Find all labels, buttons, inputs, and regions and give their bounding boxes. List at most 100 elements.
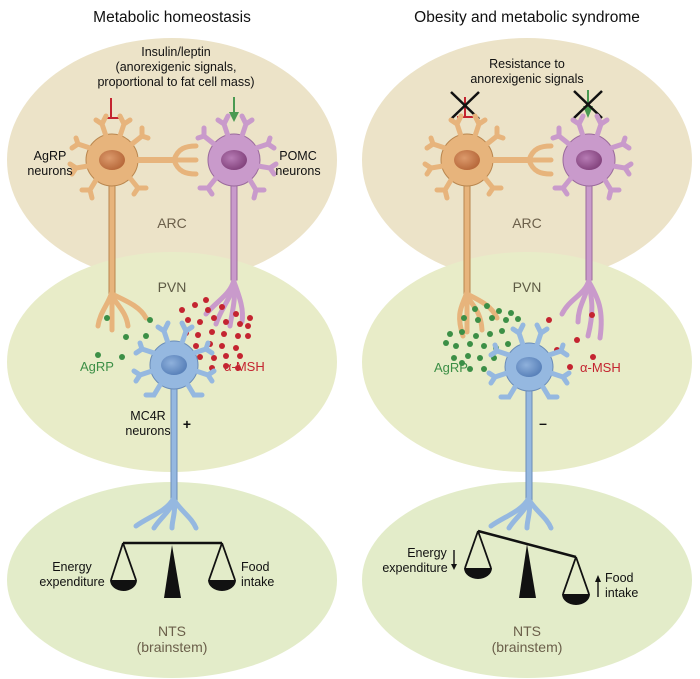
panel-title: Obesity and metabolic syndrome	[414, 9, 640, 26]
food-label-line2: intake	[241, 575, 274, 589]
nts-label-line1: NTS	[158, 623, 186, 639]
msh-peptide-dot	[197, 354, 203, 360]
agrp-peptide-dot	[489, 315, 495, 321]
mc4r-axon-terminals	[488, 495, 554, 531]
msh-peptide-dots	[179, 297, 253, 371]
agrp-peptide-dots	[95, 315, 153, 360]
agrp-peptide-dot	[123, 334, 129, 340]
tilted-scale-icon	[464, 529, 590, 605]
agrp-peptide-dot	[473, 333, 479, 339]
agrp-peptide-dot	[119, 354, 125, 360]
msh-peptide-dot	[235, 365, 241, 371]
energy-expenditure-pan	[110, 542, 137, 592]
blocked-stimulation-icon	[573, 90, 603, 119]
agrp-peptide-dot	[465, 353, 471, 359]
agrp-peptide-dot	[467, 341, 473, 347]
mc4r-nucleus	[516, 357, 542, 377]
pvn-label: PVN	[513, 279, 542, 295]
pomc-axon-terminals	[559, 277, 604, 341]
agrp-peptide-dot	[459, 329, 465, 335]
energy-expenditure-pan	[464, 530, 492, 579]
pomc-neuron	[195, 113, 279, 201]
msh-peptide-dot	[195, 332, 201, 338]
agrp-peptide-dot	[487, 331, 493, 337]
signal-label-line1: Insulin/leptin	[141, 45, 211, 59]
nts-label-line1: NTS	[513, 623, 541, 639]
signal-label-line2: anorexigenic signals	[470, 72, 583, 86]
agrp-nucleus	[99, 150, 125, 170]
agrp-axon	[108, 179, 116, 296]
agrp-neuron-label-line2: neurons	[27, 164, 72, 178]
msh-peptide-dot	[590, 354, 596, 360]
agrp-neuron-label-line1: AgRP	[34, 149, 67, 163]
agrp-peptide-dot	[477, 355, 483, 361]
agrp-peptide-dot	[459, 360, 465, 366]
msh-peptide-dot	[192, 302, 198, 308]
msh-peptide-dot	[185, 317, 191, 323]
agrp-peptide-dot	[481, 343, 487, 349]
mc4r-nucleus	[161, 355, 187, 375]
agrp-peptide-dot	[104, 315, 110, 321]
mc4r-label-line1: MC4R	[130, 409, 165, 423]
energy-label-line1: Energy	[52, 560, 92, 574]
pomc-neuron	[550, 113, 634, 201]
msh-peptide-dot	[237, 353, 243, 359]
agrp-peptide-dot	[453, 343, 459, 349]
agrp-peptide-dot	[95, 352, 101, 358]
agrp-peptide-dot	[481, 366, 487, 372]
panel-obesity-metabolic-syndrome: Obesity and metabolic syndrome Resistanc…	[362, 9, 692, 678]
agrp-peptide-dot	[143, 333, 149, 339]
stimulation-arrow-icon	[229, 97, 239, 122]
pomc-nucleus	[221, 150, 247, 170]
msh-peptide-dot	[247, 315, 253, 321]
mc4r-axon-terminals	[133, 495, 199, 531]
agrp-peptide-dot	[443, 340, 449, 346]
pomc-axon	[585, 179, 593, 281]
energy-label-line2: expenditure	[39, 575, 104, 589]
mc4r-effect-sign: +	[183, 416, 191, 432]
msh-peptide-dot	[211, 355, 217, 361]
signal-label-line1: Resistance to	[489, 57, 565, 71]
agrp-peptide-dot	[447, 331, 453, 337]
pomc-nucleus	[576, 150, 602, 170]
food-label-line1: Food	[241, 560, 270, 574]
balance-scale-icon	[110, 541, 236, 598]
nts-label-line2: (brainstem)	[137, 639, 208, 655]
mc4r-neuron	[486, 322, 572, 400]
agrp-neuron	[67, 113, 199, 201]
msh-peptide-dot	[205, 307, 211, 313]
msh-peptide-dot	[223, 353, 229, 359]
panel-title: Metabolic homeostasis	[93, 9, 251, 26]
increase-arrow-icon	[595, 575, 601, 597]
msh-peptide-dot	[219, 343, 225, 349]
msh-peptide-dot	[197, 319, 203, 325]
agrp-peptide-dot	[515, 316, 521, 322]
decrease-arrow-icon	[451, 550, 457, 570]
agrp-nucleus	[454, 150, 480, 170]
msh-peptide-dot	[233, 345, 239, 351]
msh-peptide-dot	[235, 333, 241, 339]
pomc-neuron-label-line1: POMC	[279, 149, 317, 163]
agrp-peptide-dot	[505, 341, 511, 347]
mc4r-neuron	[131, 320, 217, 398]
msh-peptide-label: α-MSH	[224, 359, 265, 374]
mc4r-effect-sign: –	[539, 415, 547, 431]
agrp-peptide-dot	[508, 310, 514, 316]
agrp-axon	[463, 179, 471, 296]
food-intake-pan	[208, 542, 236, 591]
agrp-peptide-dot	[496, 308, 502, 314]
msh-peptide-dot	[223, 363, 229, 369]
msh-peptide-dot	[203, 297, 209, 303]
msh-peptide-dot	[546, 317, 552, 323]
mc4r-axon	[525, 379, 533, 501]
agrp-axon-terminals	[95, 289, 149, 333]
signal-label-line2: (anorexigenic signals,	[116, 60, 237, 74]
pomc-axon	[230, 179, 238, 281]
msh-peptide-dot	[589, 312, 595, 318]
agrp-peptide-dots	[443, 303, 521, 372]
msh-peptide-dot	[209, 329, 215, 335]
agrp-peptide-dot	[467, 366, 473, 372]
mc4r-label-line2: neurons	[125, 424, 170, 438]
mc4r-axon	[170, 379, 178, 501]
